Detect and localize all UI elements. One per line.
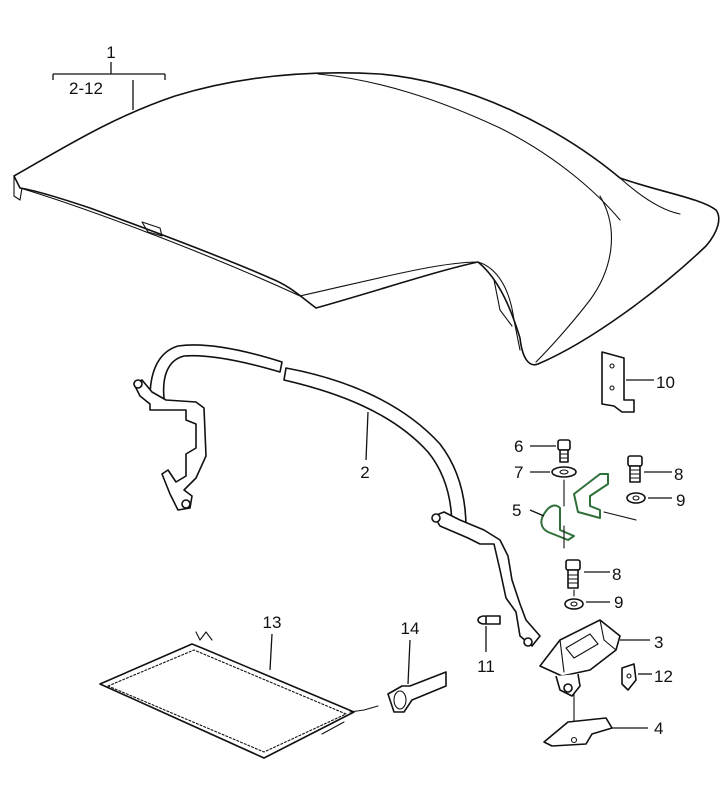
callout-1-bracket — [52, 62, 166, 110]
callout-5-leader — [529, 509, 545, 517]
clip-12 — [621, 663, 637, 691]
callout-2-12: 2-12 — [69, 79, 103, 98]
callout-4: 4 — [654, 719, 663, 738]
callout-14-leader — [407, 639, 411, 685]
frame-bow — [133, 344, 541, 647]
bolt-8-upper — [627, 455, 643, 483]
callout-8-upper: 8 — [674, 465, 683, 484]
callout-3: 3 — [654, 633, 663, 652]
callout-14: 14 — [401, 619, 420, 638]
callout-9-lower: 9 — [614, 593, 623, 612]
callout-5: 5 — [512, 501, 521, 520]
callout-2: 2 — [360, 463, 369, 482]
callout-1: 1 — [106, 43, 115, 62]
callout-10: 10 — [656, 373, 675, 392]
screw-6 — [557, 439, 571, 463]
callout-13: 13 — [263, 613, 282, 632]
bolt-8-lower — [565, 559, 581, 589]
hardtop-shell — [13, 72, 720, 366]
callout-6: 6 — [514, 437, 523, 456]
pin-11 — [477, 615, 501, 625]
storage-bag-13 — [99, 631, 379, 759]
callout-7: 7 — [514, 463, 523, 482]
hinge-bracket-5 — [540, 473, 637, 541]
callout-8-lower: 8 — [612, 565, 621, 584]
lock-housing-3 — [539, 619, 621, 697]
washer-7 — [551, 466, 577, 478]
callout-9-upper: 9 — [676, 491, 685, 510]
washer-9-lower — [564, 598, 584, 610]
callout-12: 12 — [654, 667, 673, 686]
callout-13-leader — [269, 633, 273, 671]
callout-2-leader — [365, 411, 369, 461]
bracket-plate-10 — [601, 351, 635, 413]
washer-9-upper — [626, 492, 646, 504]
base-plate-4 — [543, 717, 613, 747]
trim-end-14 — [387, 671, 447, 713]
callout-11: 11 — [477, 657, 495, 676]
